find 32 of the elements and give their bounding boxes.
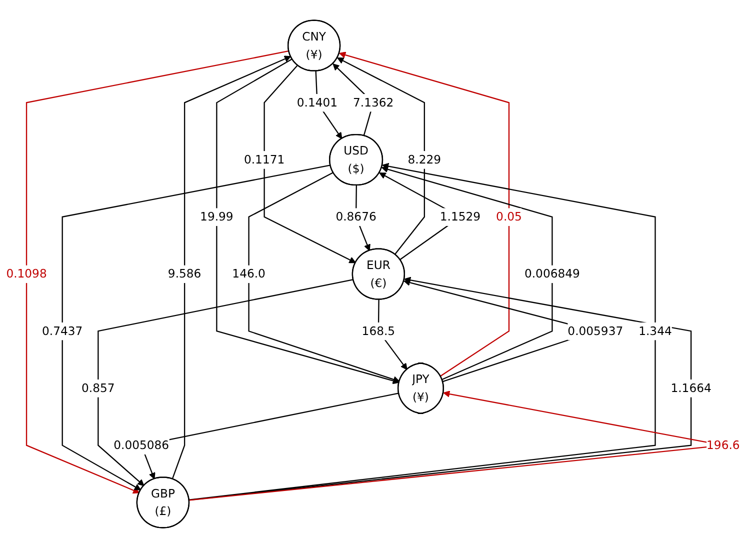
edge-label: 8.229: [408, 152, 442, 167]
edge-label: 0.005086: [114, 438, 170, 452]
edge-label: 0.006849: [524, 266, 580, 281]
arrow: [62, 164, 331, 490]
arrow: [216, 58, 400, 384]
arrow: [337, 58, 425, 255]
arrow: [189, 276, 692, 501]
edge-label: 9.586: [168, 266, 202, 281]
edge-label: 1.344: [638, 324, 672, 338]
edge-label: 196.6: [706, 438, 740, 452]
edge-label: 1.1664: [670, 381, 712, 396]
arrow: [339, 52, 510, 377]
edge-label: 0.1401: [296, 95, 338, 110]
edge-label: 0.1171: [244, 152, 285, 167]
edge-label: 0.005937: [568, 324, 624, 338]
arrow: [26, 50, 290, 494]
arrow: [248, 172, 400, 383]
edge-label: 168.5: [362, 324, 396, 338]
arrow: [98, 279, 354, 486]
arrow: [381, 166, 553, 380]
edge-label: 1.1529: [440, 210, 481, 224]
edge-label: 0.857: [82, 381, 115, 396]
edge-label: 0.8676: [336, 210, 376, 224]
arrow: [264, 64, 356, 264]
edge-label: 0.05: [496, 210, 522, 224]
arrow: [189, 162, 656, 500]
edge-label: 19.99: [200, 210, 234, 224]
arrow: [172, 56, 292, 480]
edge-label: 7.1362: [353, 95, 394, 110]
edge-label: 0.7437: [42, 324, 83, 338]
edge-label: 146.0: [232, 266, 266, 281]
edge-label: 0.1098: [6, 266, 47, 281]
